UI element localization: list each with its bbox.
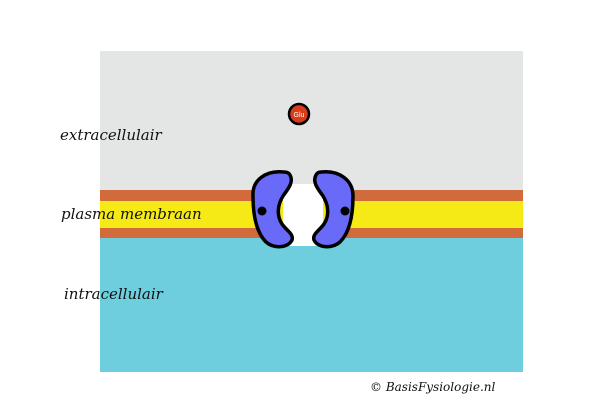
extracellular-region xyxy=(100,51,523,192)
extracellular-label: extracellulair xyxy=(60,126,162,144)
glucose-molecule xyxy=(287,102,311,126)
intracellular-region xyxy=(100,238,523,372)
membrane-label: plasma membraan xyxy=(61,205,202,223)
glucose-label: Glu xyxy=(294,112,305,119)
transporter-left-subunit xyxy=(251,170,295,249)
right-binding-site xyxy=(340,206,350,216)
transporter-right-subunit xyxy=(311,170,355,249)
copyright-notice: © BasisFysiologie.nl xyxy=(370,380,496,394)
intracellular-label: intracellulair xyxy=(64,285,163,303)
left-binding-site xyxy=(257,206,267,216)
